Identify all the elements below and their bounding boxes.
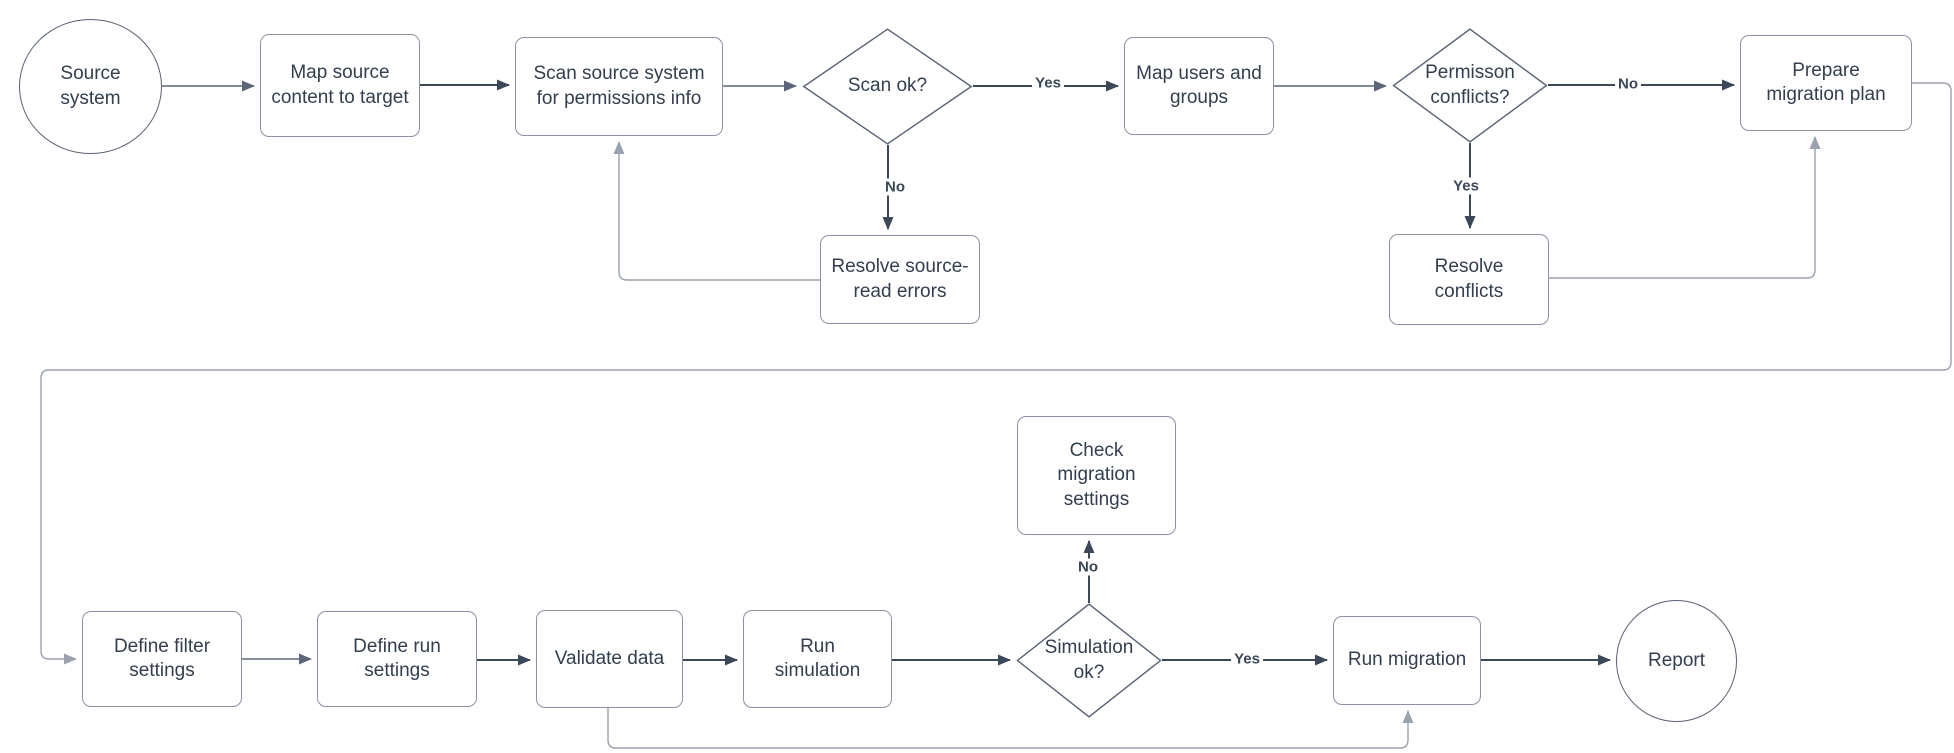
node-label: Define run settings bbox=[353, 635, 441, 681]
edge-prepare-to-definefilter bbox=[40, 82, 1952, 665]
node-label: Run simulation bbox=[774, 635, 861, 681]
node-prepare-migration-plan: Prepare migration plan bbox=[1740, 35, 1912, 131]
edge-label-simulation-no: No bbox=[1075, 558, 1101, 576]
node-label: Resolve source-read errors bbox=[831, 256, 969, 302]
node-define-filter-settings: Define filter settings bbox=[82, 611, 242, 707]
node-label: Map users and groups bbox=[1136, 62, 1262, 108]
node-report: Report bbox=[1616, 600, 1737, 722]
node-label: Scan source system for permissions info bbox=[533, 63, 705, 109]
node-label: Prepare migration plan bbox=[1766, 59, 1886, 105]
edge-label-scan-ok-no: No bbox=[882, 178, 908, 196]
node-label: Run migration bbox=[1347, 649, 1467, 671]
node-label: Scan ok? bbox=[847, 75, 928, 97]
node-check-migration-settings: Check migration settings bbox=[1017, 416, 1176, 535]
node-label: Resolve conflicts bbox=[1434, 256, 1504, 302]
edge-label-permisson-yes: Yes bbox=[1450, 177, 1482, 195]
node-label: Validate data bbox=[554, 647, 665, 669]
node-label: Map source content to target bbox=[271, 62, 409, 108]
node-label: Check migration settings bbox=[1057, 440, 1136, 510]
node-label: Define filter settings bbox=[113, 635, 211, 681]
node-resolve-source-read: Resolve source-read errors bbox=[820, 235, 980, 324]
edge-label-scan-ok-yes: Yes bbox=[1032, 74, 1064, 92]
edge-label-permisson-no: No bbox=[1615, 75, 1641, 93]
diamond-shape bbox=[1016, 603, 1162, 718]
node-permisson-conflicts: Permisson conflicts? bbox=[1392, 28, 1548, 143]
node-map-users-groups: Map users and groups bbox=[1124, 37, 1274, 135]
edge-validate-loop bbox=[607, 708, 1414, 749]
node-run-migration: Run migration bbox=[1333, 616, 1481, 705]
node-label: Permisson conflicts? bbox=[1425, 62, 1515, 108]
node-map-source-content: Map source content to target bbox=[260, 34, 420, 137]
edge-label-simulation-yes: Yes bbox=[1231, 650, 1263, 668]
node-validate-data: Validate data bbox=[536, 610, 683, 708]
node-label: Report bbox=[1647, 649, 1706, 671]
edge-resolveconflicts-to-prepare bbox=[1549, 136, 1821, 279]
node-scan-ok: Scan ok? bbox=[802, 28, 973, 145]
diamond-shape bbox=[1392, 28, 1548, 143]
node-source-system: Source system bbox=[19, 19, 162, 154]
node-define-run-settings: Define run settings bbox=[317, 611, 477, 707]
node-resolve-conflicts: Resolve conflicts bbox=[1389, 234, 1549, 325]
node-label: Source system bbox=[60, 63, 121, 109]
edge-resolveerrors-loop bbox=[613, 141, 820, 281]
node-run-simulation: Run simulation bbox=[743, 610, 892, 708]
node-label: Simulation ok? bbox=[1044, 637, 1134, 683]
node-scan-source-system: Scan source system for permissions info bbox=[515, 37, 723, 136]
diamond-shape bbox=[802, 28, 973, 145]
node-simulation-ok: Simulation ok? bbox=[1016, 603, 1162, 718]
